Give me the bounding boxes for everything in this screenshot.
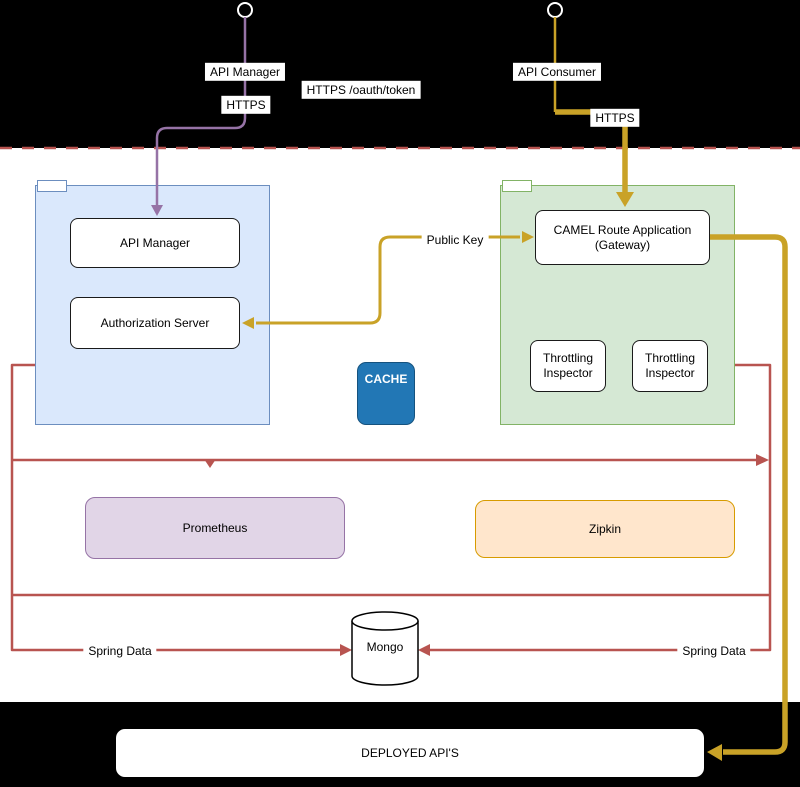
api-manager-https-arrow [151, 17, 247, 216]
deployed-apis-label: DEPLOYED API'S [361, 745, 459, 760]
public-key-label: Public Key [421, 230, 489, 250]
metrics-bus-right-arrowhead [756, 454, 769, 466]
left-spring-data-line [10, 363, 340, 652]
metrics-wiring [10, 363, 772, 652]
throttling-inspector-box-2: Throttling Inspector [632, 340, 708, 392]
prometheus-label: Prometheus [182, 520, 248, 535]
cache-box: CACHE [357, 362, 415, 425]
mongo-label: Mongo [366, 640, 404, 654]
zipkin-label: Zipkin [588, 521, 621, 536]
cache-label: CACHE [364, 372, 408, 386]
management-zone-collapse-tab [37, 180, 67, 192]
public-key-arrow [242, 231, 534, 329]
gateway-zone-collapse-tab [502, 180, 532, 192]
camel-route-label-line1: CAMEL Route Application [553, 222, 692, 237]
oauth-token-label: HTTPS /oauth/token [301, 80, 421, 100]
zipkin-box: Zipkin [475, 500, 735, 558]
mongo-right-arrowhead [418, 644, 430, 656]
prometheus-box: Prometheus [85, 497, 345, 559]
mongo-database-icon [351, 611, 419, 686]
camel-route-label-line2: (Gateway) [594, 237, 651, 252]
metrics-bus-down-arrowhead [204, 459, 216, 468]
authorization-server-box-label: Authorization Server [100, 315, 210, 330]
spring-data-left-label: Spring Data [83, 641, 157, 661]
api-manager-box-label: API Manager [119, 235, 191, 250]
right-spring-data-line [430, 363, 772, 652]
mongo-left-arrowhead [340, 644, 352, 656]
throttling-inspector-1-label: Throttling Inspector [542, 351, 594, 380]
api-manager-box: API Manager [70, 218, 240, 268]
api-consumer-flow-label: API Consumer [512, 62, 602, 82]
api-manager-actor-icon [237, 2, 253, 18]
throttling-inspector-2-label: Throttling Inspector [644, 351, 696, 380]
gateway-to-deployed-apis-arrow [707, 234, 788, 761]
authorization-server-box: Authorization Server [70, 297, 240, 349]
api-manager-flow-label: API Manager [204, 62, 286, 82]
throttling-inspector-box-1: Throttling Inspector [530, 340, 606, 392]
https-right-label: HTTPS [590, 108, 640, 128]
https-left-label: HTTPS [221, 95, 271, 115]
api-consumer-actor-icon [547, 2, 563, 18]
camel-route-application-box: CAMEL Route Application (Gateway) [535, 210, 710, 265]
deployed-apis-box: DEPLOYED API'S [115, 728, 705, 778]
spring-data-right-label: Spring Data [677, 641, 751, 661]
